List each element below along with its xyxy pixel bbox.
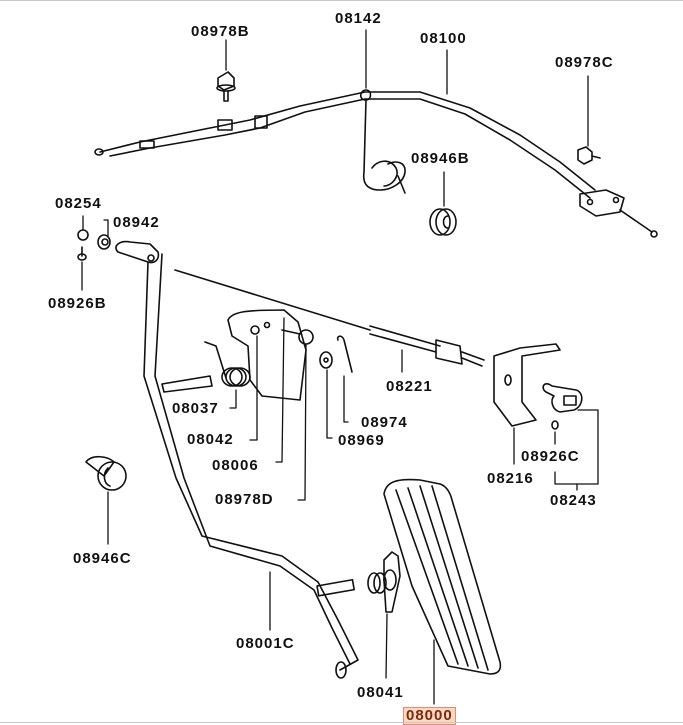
label-08978C[interactable]: 08978C (555, 54, 614, 71)
inner-cable-08221[interactable] (174, 269, 485, 367)
cap-08254[interactable] (77, 229, 89, 241)
label-08969[interactable]: 08969 (338, 432, 385, 449)
grommet-08946C[interactable] (85, 455, 127, 491)
label-08041[interactable]: 08041 (357, 684, 404, 701)
cotter-pin-08974[interactable] (336, 335, 353, 373)
label-08006[interactable]: 08006 (212, 457, 259, 474)
label-08216[interactable]: 08216 (487, 470, 534, 487)
label-08100[interactable]: 08100 (420, 30, 467, 47)
washer-08969[interactable] (319, 351, 333, 369)
stopper-08243[interactable] (542, 383, 583, 413)
bolt-08978B[interactable] (216, 71, 236, 102)
label-08978B[interactable]: 08978B (191, 23, 250, 40)
label-08042[interactable]: 08042 (187, 431, 234, 448)
label-08254[interactable]: 08254 (55, 195, 102, 212)
grommet-08946B[interactable] (429, 208, 457, 236)
label-08221[interactable]: 08221 (386, 378, 433, 395)
leader-lines (81, 29, 599, 705)
clip-08142[interactable] (359, 89, 406, 194)
bottom-border (0, 722, 683, 723)
screw-08978D[interactable] (281, 329, 314, 345)
label-08926C[interactable]: 08926C (521, 448, 580, 465)
top-border (0, 0, 683, 1)
label-08926B[interactable]: 08926B (48, 295, 107, 312)
pedal-arm[interactable] (115, 240, 359, 679)
label-08946C[interactable]: 08946C (73, 550, 132, 567)
label-08942[interactable]: 08942 (113, 214, 160, 231)
spring-08041[interactable] (367, 551, 401, 613)
screw-08926B[interactable] (77, 246, 87, 261)
bolt-08978C[interactable] (577, 146, 625, 217)
screw-08926C[interactable] (551, 420, 559, 430)
spring-08037[interactable] (161, 341, 251, 393)
label-08946B[interactable]: 08946B (411, 150, 470, 167)
label-08000-selected[interactable]: 08000 (403, 707, 456, 725)
label-08142[interactable]: 08142 (335, 10, 382, 27)
pedal-pad-08000[interactable] (383, 478, 502, 675)
label-08974[interactable]: 08974 (361, 414, 408, 431)
label-08978D[interactable]: 08978D (215, 491, 274, 508)
nut-08942[interactable] (97, 234, 111, 250)
label-08243[interactable]: 08243 (550, 492, 597, 509)
label-08037[interactable]: 08037 (172, 400, 219, 417)
bracket-08216[interactable] (493, 343, 561, 427)
label-08001C[interactable]: 08001C (236, 635, 295, 652)
throttle-cable[interactable] (94, 91, 658, 238)
